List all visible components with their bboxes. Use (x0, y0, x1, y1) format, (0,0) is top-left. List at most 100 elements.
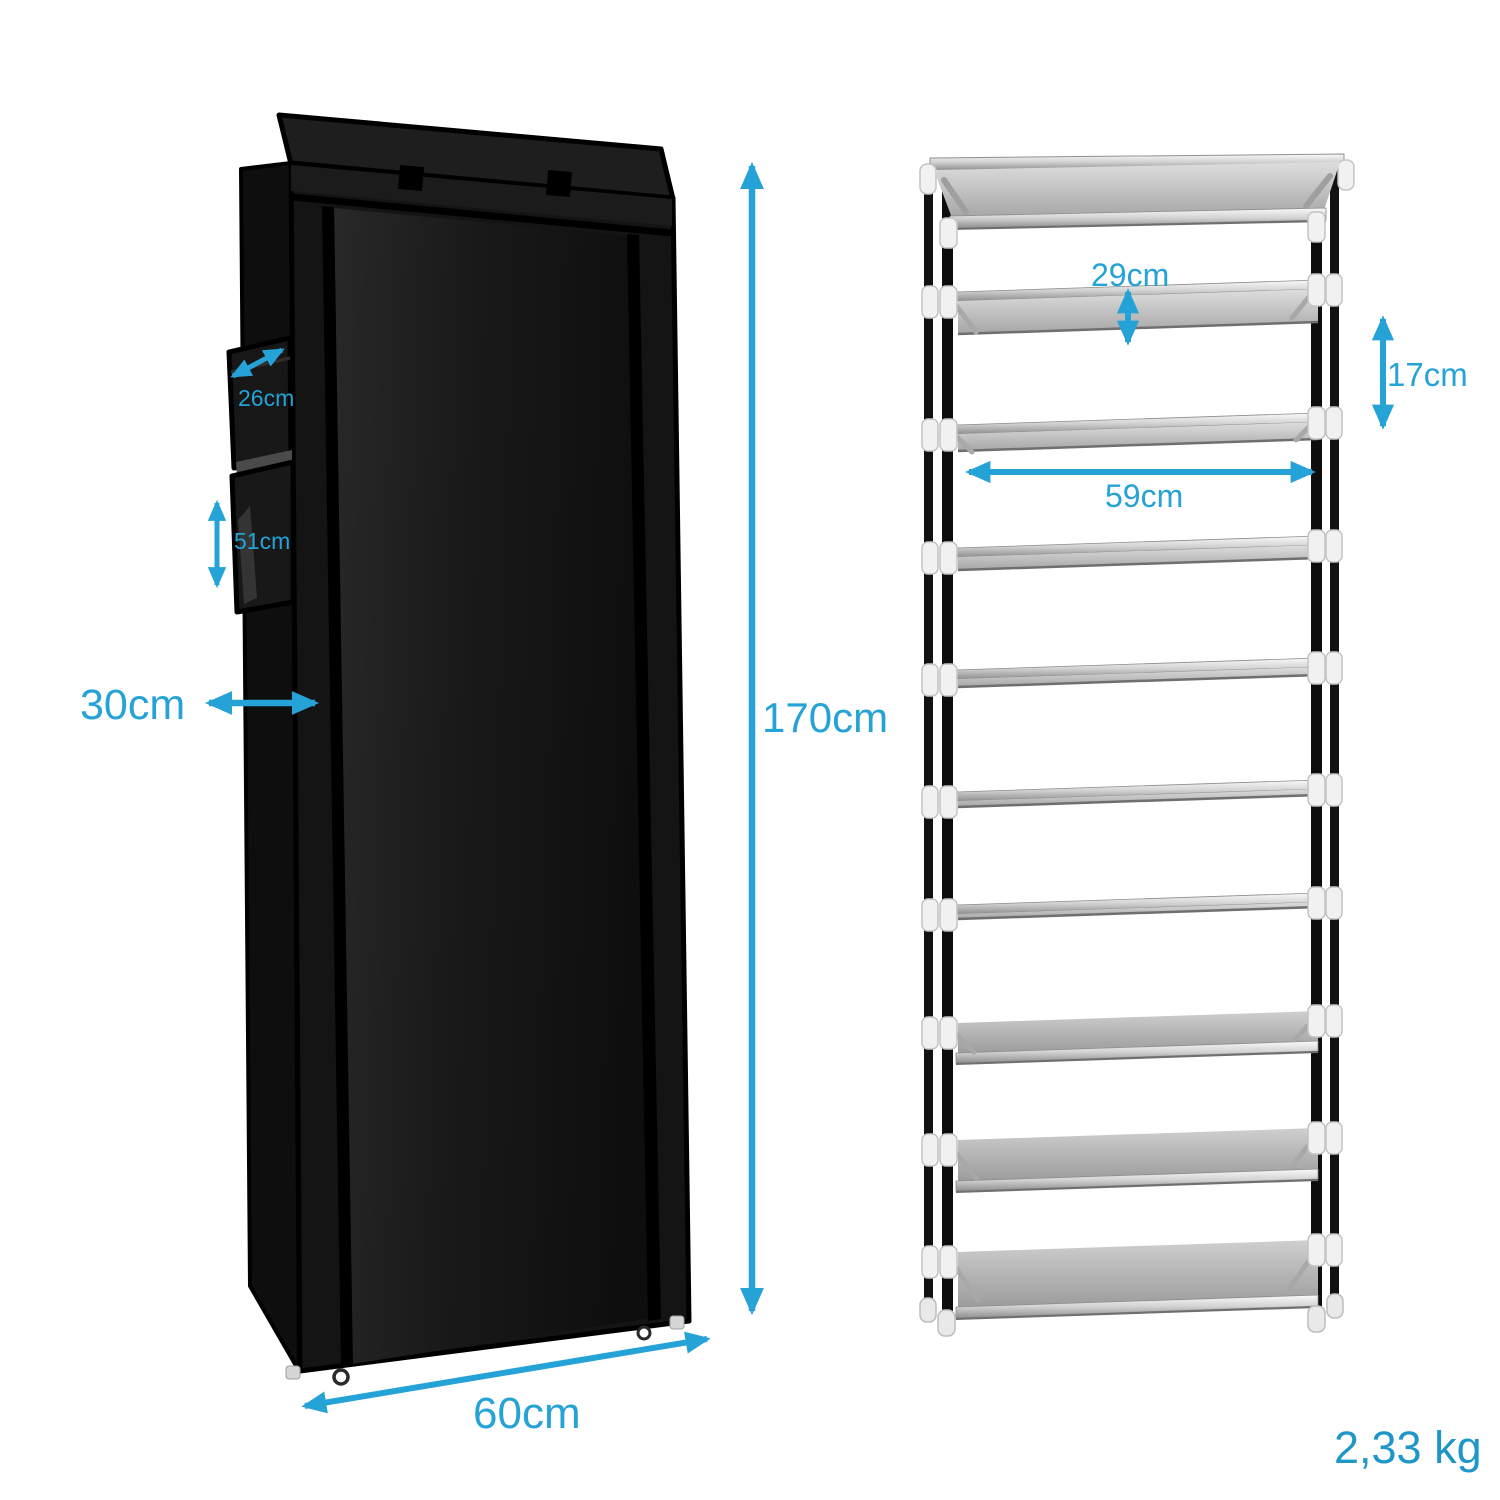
shelf-hem (957, 905, 1319, 921)
rack-connector (921, 898, 939, 932)
shelf-front-bar (955, 1040, 1319, 1064)
rack-connector (1325, 651, 1343, 685)
shelf-fabric (934, 162, 1340, 218)
rack-connector (939, 1133, 958, 1167)
dimension-arrow-width (301, 1331, 711, 1414)
rack-connector (921, 1016, 939, 1050)
shelf-hem (955, 1051, 1319, 1065)
shoe-rack (919, 153, 1355, 1337)
rack-connector (939, 217, 958, 249)
rack-connector (1325, 406, 1343, 440)
shelf-hem (949, 220, 1327, 230)
rack-connector (939, 285, 958, 319)
door-tab-right (545, 169, 573, 197)
dimension-label-pocket-width: 26cm (238, 385, 294, 411)
rack-connector (1325, 273, 1343, 307)
rack-connector (1307, 529, 1326, 563)
shelf-fabric (958, 1128, 1318, 1181)
rack-tier-1 (919, 153, 1355, 249)
rack-connector (1325, 529, 1343, 563)
rack-tier-8 (921, 1004, 1343, 1065)
rack-connector (1307, 886, 1326, 920)
rack-connector (1325, 1121, 1343, 1155)
dimension-arrow-pocket-width (230, 347, 285, 379)
dimension-label-width: 60cm (473, 1389, 581, 1438)
rack-connector (939, 785, 958, 819)
rack-connector (1325, 886, 1343, 920)
rack-foot-left-back (919, 1297, 937, 1323)
rack-foot-right-front (1307, 1305, 1326, 1333)
rack-connector (939, 541, 958, 575)
shelf-hem (957, 673, 1319, 689)
rack-tier-4 (921, 529, 1343, 575)
side-pocket-lower (229, 450, 296, 615)
shelf-hook-left (941, 177, 969, 215)
dimension-label-tier-height: 17cm (1387, 356, 1468, 393)
rack-connector (939, 1016, 958, 1050)
weight-label: 2,33 kg (1334, 1422, 1482, 1473)
shelf-fabric (958, 667, 1318, 687)
rack-connector (1307, 773, 1326, 807)
shelf-hem (955, 1179, 1319, 1193)
wardrobe-valance (291, 165, 672, 226)
rack-tier-10 (921, 1233, 1343, 1320)
rack-connector (1307, 211, 1326, 243)
rack-tier-7 (921, 886, 1343, 932)
dimension-label-shelf-depth: 29cm (1091, 257, 1169, 293)
rack-foot-right-back (1326, 1293, 1344, 1319)
zipper-stripe-left (322, 206, 353, 1368)
wardrobe-valance-seam (291, 193, 673, 237)
shelf-hook-right (1303, 173, 1333, 209)
rack-corner-elbow-left (919, 163, 937, 195)
rack-connector (921, 785, 939, 819)
wardrobe-door-panel (334, 208, 652, 1364)
rack-connector (1325, 773, 1343, 807)
zipper-pull-right (636, 1325, 652, 1341)
shelf-fabric (958, 1011, 1318, 1053)
dimension-label-height: 170cm (762, 694, 888, 741)
rack-foot-left-front (937, 1309, 956, 1337)
shelf-fabric (958, 1240, 1318, 1307)
rack-connector (1307, 1233, 1326, 1267)
zipper-pull-left (332, 1368, 350, 1386)
wardrobe-foot-left (285, 1365, 301, 1380)
rack-connector (921, 285, 939, 319)
rack-connector (921, 1245, 939, 1279)
zipper-stripe-right (627, 234, 661, 1321)
rack-connector (939, 663, 958, 697)
dimension-label-depth: 30cm (80, 681, 185, 729)
rack-connector (1307, 651, 1326, 685)
rack-connector (921, 541, 939, 575)
rack-connector (939, 418, 958, 452)
rack-connector (1325, 1004, 1343, 1038)
shelf-fabric (958, 789, 1318, 807)
rack-connector (1307, 1121, 1326, 1155)
rack-connector (921, 418, 939, 452)
wardrobe-foot-right (669, 1315, 685, 1330)
rack-connector (1307, 273, 1326, 307)
dimension-label-pocket-height: 51cm (234, 528, 290, 554)
rack-corner-elbow-right (1337, 159, 1355, 191)
rack-connector (1325, 1233, 1343, 1267)
rack-connector (1307, 1004, 1326, 1038)
rack-connector (921, 663, 939, 697)
door-tab-left (397, 164, 425, 192)
shelf-hem (957, 793, 1319, 809)
rack-connector (939, 1245, 958, 1279)
rack-connector (939, 898, 958, 932)
rack-connector (921, 1133, 939, 1167)
rack-tier-5 (921, 651, 1343, 697)
side-pocket-lower-sheen (238, 506, 257, 604)
rack-tier-3 (921, 406, 1343, 455)
dimension-label-shelf-width: 59cm (1105, 478, 1183, 514)
shelf-hem (957, 437, 1319, 453)
wardrobe (226, 112, 692, 1386)
shelf-fabric (958, 545, 1318, 570)
rack-tier-9 (921, 1121, 1343, 1193)
shelf-hem (957, 556, 1319, 572)
shelf-hem (955, 1306, 1319, 1320)
shelf-fabric (958, 422, 1318, 451)
rack-connector (1307, 406, 1326, 440)
